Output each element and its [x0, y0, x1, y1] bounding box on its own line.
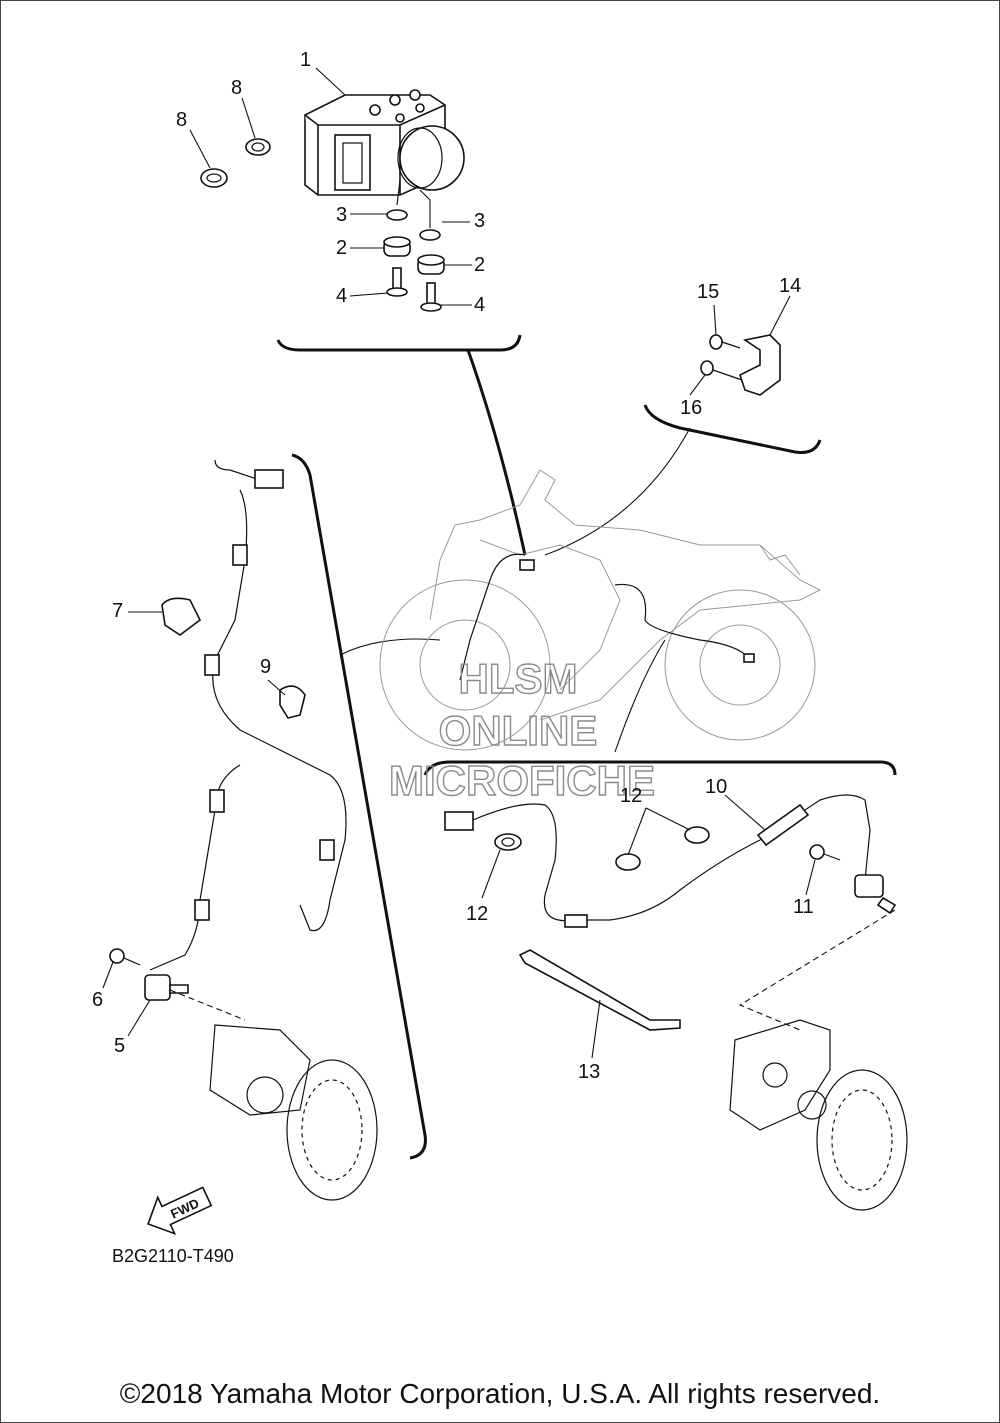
front-sensor-harness: [149, 459, 347, 971]
callout-13: 13: [578, 1061, 600, 1083]
collar-3-right: [419, 229, 441, 241]
callout-12-lower: 12: [466, 903, 488, 925]
motorcycle-outline: [379, 469, 822, 751]
callout-3-left: 3: [336, 204, 347, 226]
callout-2-right: 2: [474, 254, 485, 276]
rear-sensor-group-bracket: [423, 760, 897, 776]
fwd-arrow: FWD: [147, 1186, 213, 1236]
callout-7: 7: [112, 600, 123, 622]
bolt-11: [809, 844, 841, 861]
copyright-notice: ©2018 Yamaha Motor Corporation, U.S.A. A…: [119, 1378, 881, 1409]
callout-4-right: 4: [474, 294, 485, 316]
callout-1: 1: [300, 49, 311, 71]
leader-lines: [102, 67, 816, 1059]
watermark-line1: HLSM: [459, 655, 578, 702]
parts-diagram: HLSM ONLINE MICROFICHE: [92, 49, 908, 1266]
callout-9: 9: [260, 656, 271, 678]
grommet-2-left: [383, 236, 411, 257]
callout-10: 10: [705, 776, 727, 798]
bolt-6: [109, 948, 141, 966]
callout-5: 5: [114, 1035, 125, 1057]
callout-16: 16: [680, 397, 702, 419]
clamp-12-left: [494, 833, 522, 851]
front-sensor-leader: [339, 638, 441, 656]
watermark-line2: ONLINE: [439, 707, 598, 754]
callout-12-upper: 12: [620, 785, 642, 807]
callout-11: 11: [793, 896, 814, 918]
collar-3-left: [386, 209, 408, 221]
callout-8-upper: 8: [231, 77, 242, 99]
bolt-4-left: [386, 267, 408, 297]
rear-wheel-sensor: [854, 874, 897, 915]
diagram-code: B2G2110-T490: [112, 1246, 234, 1266]
abs-unit-group-bracket: [276, 334, 522, 352]
front-sensor-group-bracket: [291, 453, 427, 1160]
band-13: [518, 949, 681, 1031]
bolt-15: [709, 334, 741, 350]
rear-caliper-and-disc: [729, 909, 908, 1211]
bike-harness: [459, 553, 755, 681]
bolt-16: [700, 360, 743, 381]
callout-3-right: 3: [474, 210, 485, 232]
grommet-2-right: [417, 254, 445, 275]
callout-14: 14: [779, 275, 801, 297]
clamp-12-right: [684, 826, 710, 844]
clamp-12-mid: [615, 853, 641, 871]
abs-hydraulic-unit: [304, 89, 465, 196]
bracket-group-leader: [544, 427, 691, 556]
rear-sensor-leader: [614, 639, 666, 753]
callout-15: 15: [697, 281, 719, 303]
front-wheel-sensor-5: [144, 974, 189, 1001]
bracket-14: [739, 334, 781, 396]
bolt-4-right: [420, 282, 442, 312]
rear-sensor-harness: [444, 794, 871, 928]
callout-2-left: 2: [336, 237, 347, 259]
watermark-line3: MICROFICHE: [389, 757, 655, 804]
callout-4-left: 4: [336, 285, 347, 307]
front-fork-and-disc: [169, 989, 378, 1201]
clamp-8-lower: [200, 168, 228, 188]
clip-9: [279, 685, 306, 719]
callout-6: 6: [92, 989, 103, 1011]
callout-8-lower: 8: [176, 109, 187, 131]
bracket-group-bracket: [643, 404, 822, 454]
holder-7: [161, 597, 202, 636]
clamp-8-upper: [245, 138, 271, 156]
abs-unit-leader: [466, 349, 527, 556]
